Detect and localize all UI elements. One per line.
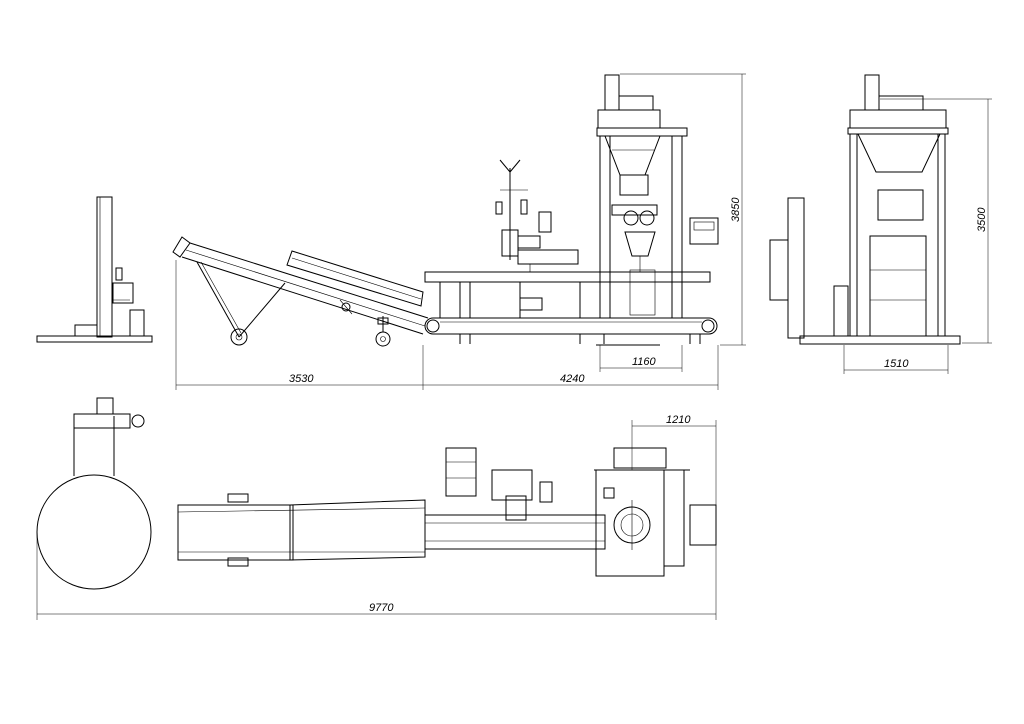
side-view-machine [424, 74, 719, 346]
dim-text-4240: 4240 [560, 373, 585, 385]
dim-text-9770: 9770 [369, 602, 394, 614]
left-end-view [36, 196, 153, 343]
right-end-view [769, 74, 961, 345]
dim-text-1160: 1160 [632, 356, 657, 368]
dimension-lines [36, 73, 992, 620]
dim-text-3850: 3850 [730, 197, 742, 222]
side-view-conveyor [172, 236, 429, 347]
dim-text-1510: 1510 [884, 358, 909, 370]
dim-text-1210: 1210 [666, 414, 691, 426]
plan-view [36, 397, 717, 590]
dim-text-3530: 3530 [289, 373, 314, 385]
dim-text-3500: 3500 [976, 207, 988, 232]
